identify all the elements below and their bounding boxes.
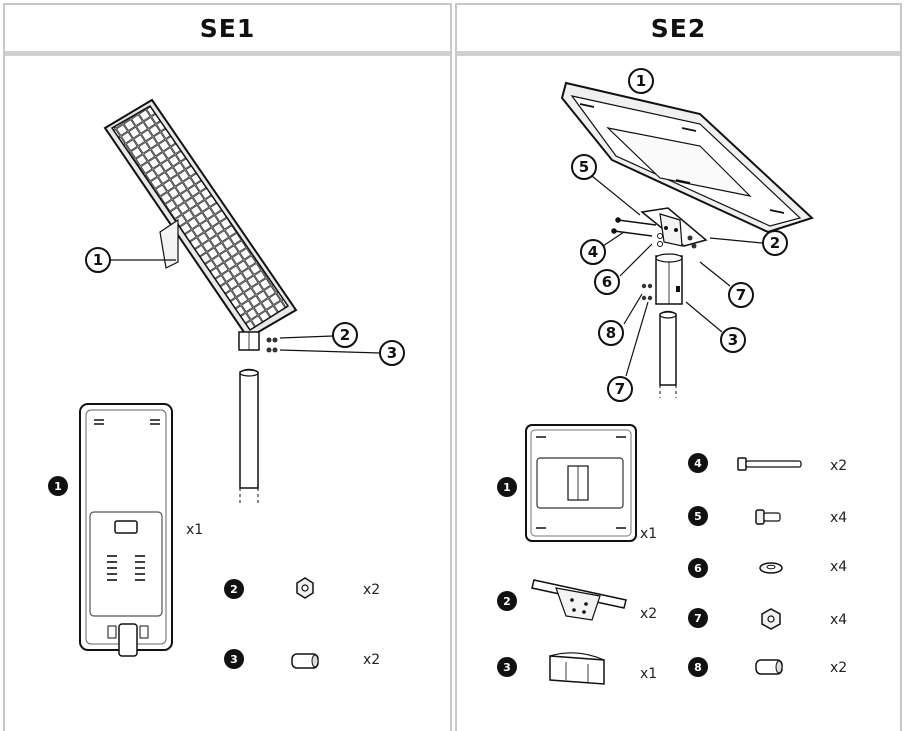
- se2-part-badge-3: 3: [497, 657, 517, 677]
- panel-se1: SE1: [3, 3, 452, 731]
- se2-callout-7b: 7: [607, 376, 633, 402]
- se2-part-qty-7: x4: [830, 612, 848, 628]
- se2-callout-1: 1: [628, 68, 654, 94]
- se2-part-3-adapter: [549, 652, 605, 685]
- se1-part-qty-1: x1: [186, 522, 204, 538]
- se2-callout-2: 2: [762, 230, 788, 256]
- se2-small-screws: [641, 283, 653, 301]
- se2-part-qty-3: x1: [640, 666, 658, 682]
- panel-title-se1: SE1: [5, 5, 450, 56]
- se1-pole-adapter: [238, 331, 260, 351]
- se1-part-badge-1: 1: [48, 476, 68, 496]
- se2-pole-adapter: [655, 253, 683, 305]
- se2-part-badge-1: 1: [497, 477, 517, 497]
- se2-part-qty-8: x2: [830, 660, 848, 676]
- se1-part-badge-3: 3: [224, 649, 244, 669]
- se2-part-6-washer: [759, 562, 783, 574]
- se1-part-qty-2: x2: [363, 582, 381, 598]
- panel-title-se2: SE2: [457, 5, 900, 56]
- se2-light-fixture: [560, 81, 814, 234]
- se1-part-3-spacer: [291, 653, 319, 669]
- se1-part-1-drawing: [79, 403, 173, 657]
- se2-long-bolts: [611, 217, 657, 237]
- panel-se2: SE2: [455, 3, 902, 731]
- se2-part-qty-4: x2: [830, 458, 848, 474]
- se1-leader-lines: [111, 259, 381, 354]
- se2-part-7-nut: [761, 608, 781, 630]
- se2-part-4-long-bolt: [737, 457, 802, 471]
- se2-part-qty-2: x2: [640, 606, 658, 622]
- se2-part-badge-7: 7: [688, 608, 708, 628]
- se1-pole: [239, 368, 259, 505]
- se2-part-8-spacer: [755, 659, 783, 675]
- se2-mounting-bracket: [640, 207, 708, 247]
- se2-part-badge-5: 5: [688, 506, 708, 526]
- se2-part-badge-6: 6: [688, 558, 708, 578]
- se1-solar-light-fixture: [103, 98, 298, 340]
- se2-part-badge-2: 2: [497, 591, 517, 611]
- se2-part-qty-6: x4: [830, 559, 848, 575]
- se2-leader-lines: [591, 175, 763, 377]
- se2-washers-nuts: [657, 233, 697, 249]
- se2-part-badge-4: 4: [688, 453, 708, 473]
- se2-pole: [659, 310, 677, 398]
- se2-callout-5: 5: [571, 154, 597, 180]
- se2-callout-4: 4: [580, 239, 606, 265]
- se2-callout-8: 8: [598, 320, 624, 346]
- se1-screws: [266, 337, 278, 353]
- se1-callout-1: 1: [85, 247, 111, 273]
- se1-callout-3: 3: [379, 340, 405, 366]
- se2-part-5-screw: [755, 509, 781, 525]
- se1-part-2-nut: [296, 577, 314, 599]
- se2-callout-6: 6: [594, 269, 620, 295]
- se2-callout-7a: 7: [728, 282, 754, 308]
- se2-part-1-drawing: [525, 424, 637, 542]
- se1-part-qty-3: x2: [363, 652, 381, 668]
- se1-part-badge-2: 2: [224, 579, 244, 599]
- se2-callout-3: 3: [720, 327, 746, 353]
- se2-part-qty-5: x4: [830, 510, 848, 526]
- se2-part-qty-1: x1: [640, 526, 658, 542]
- se2-part-2-bracket: [531, 579, 627, 621]
- se1-callout-2: 2: [332, 322, 358, 348]
- se2-part-badge-8: 8: [688, 657, 708, 677]
